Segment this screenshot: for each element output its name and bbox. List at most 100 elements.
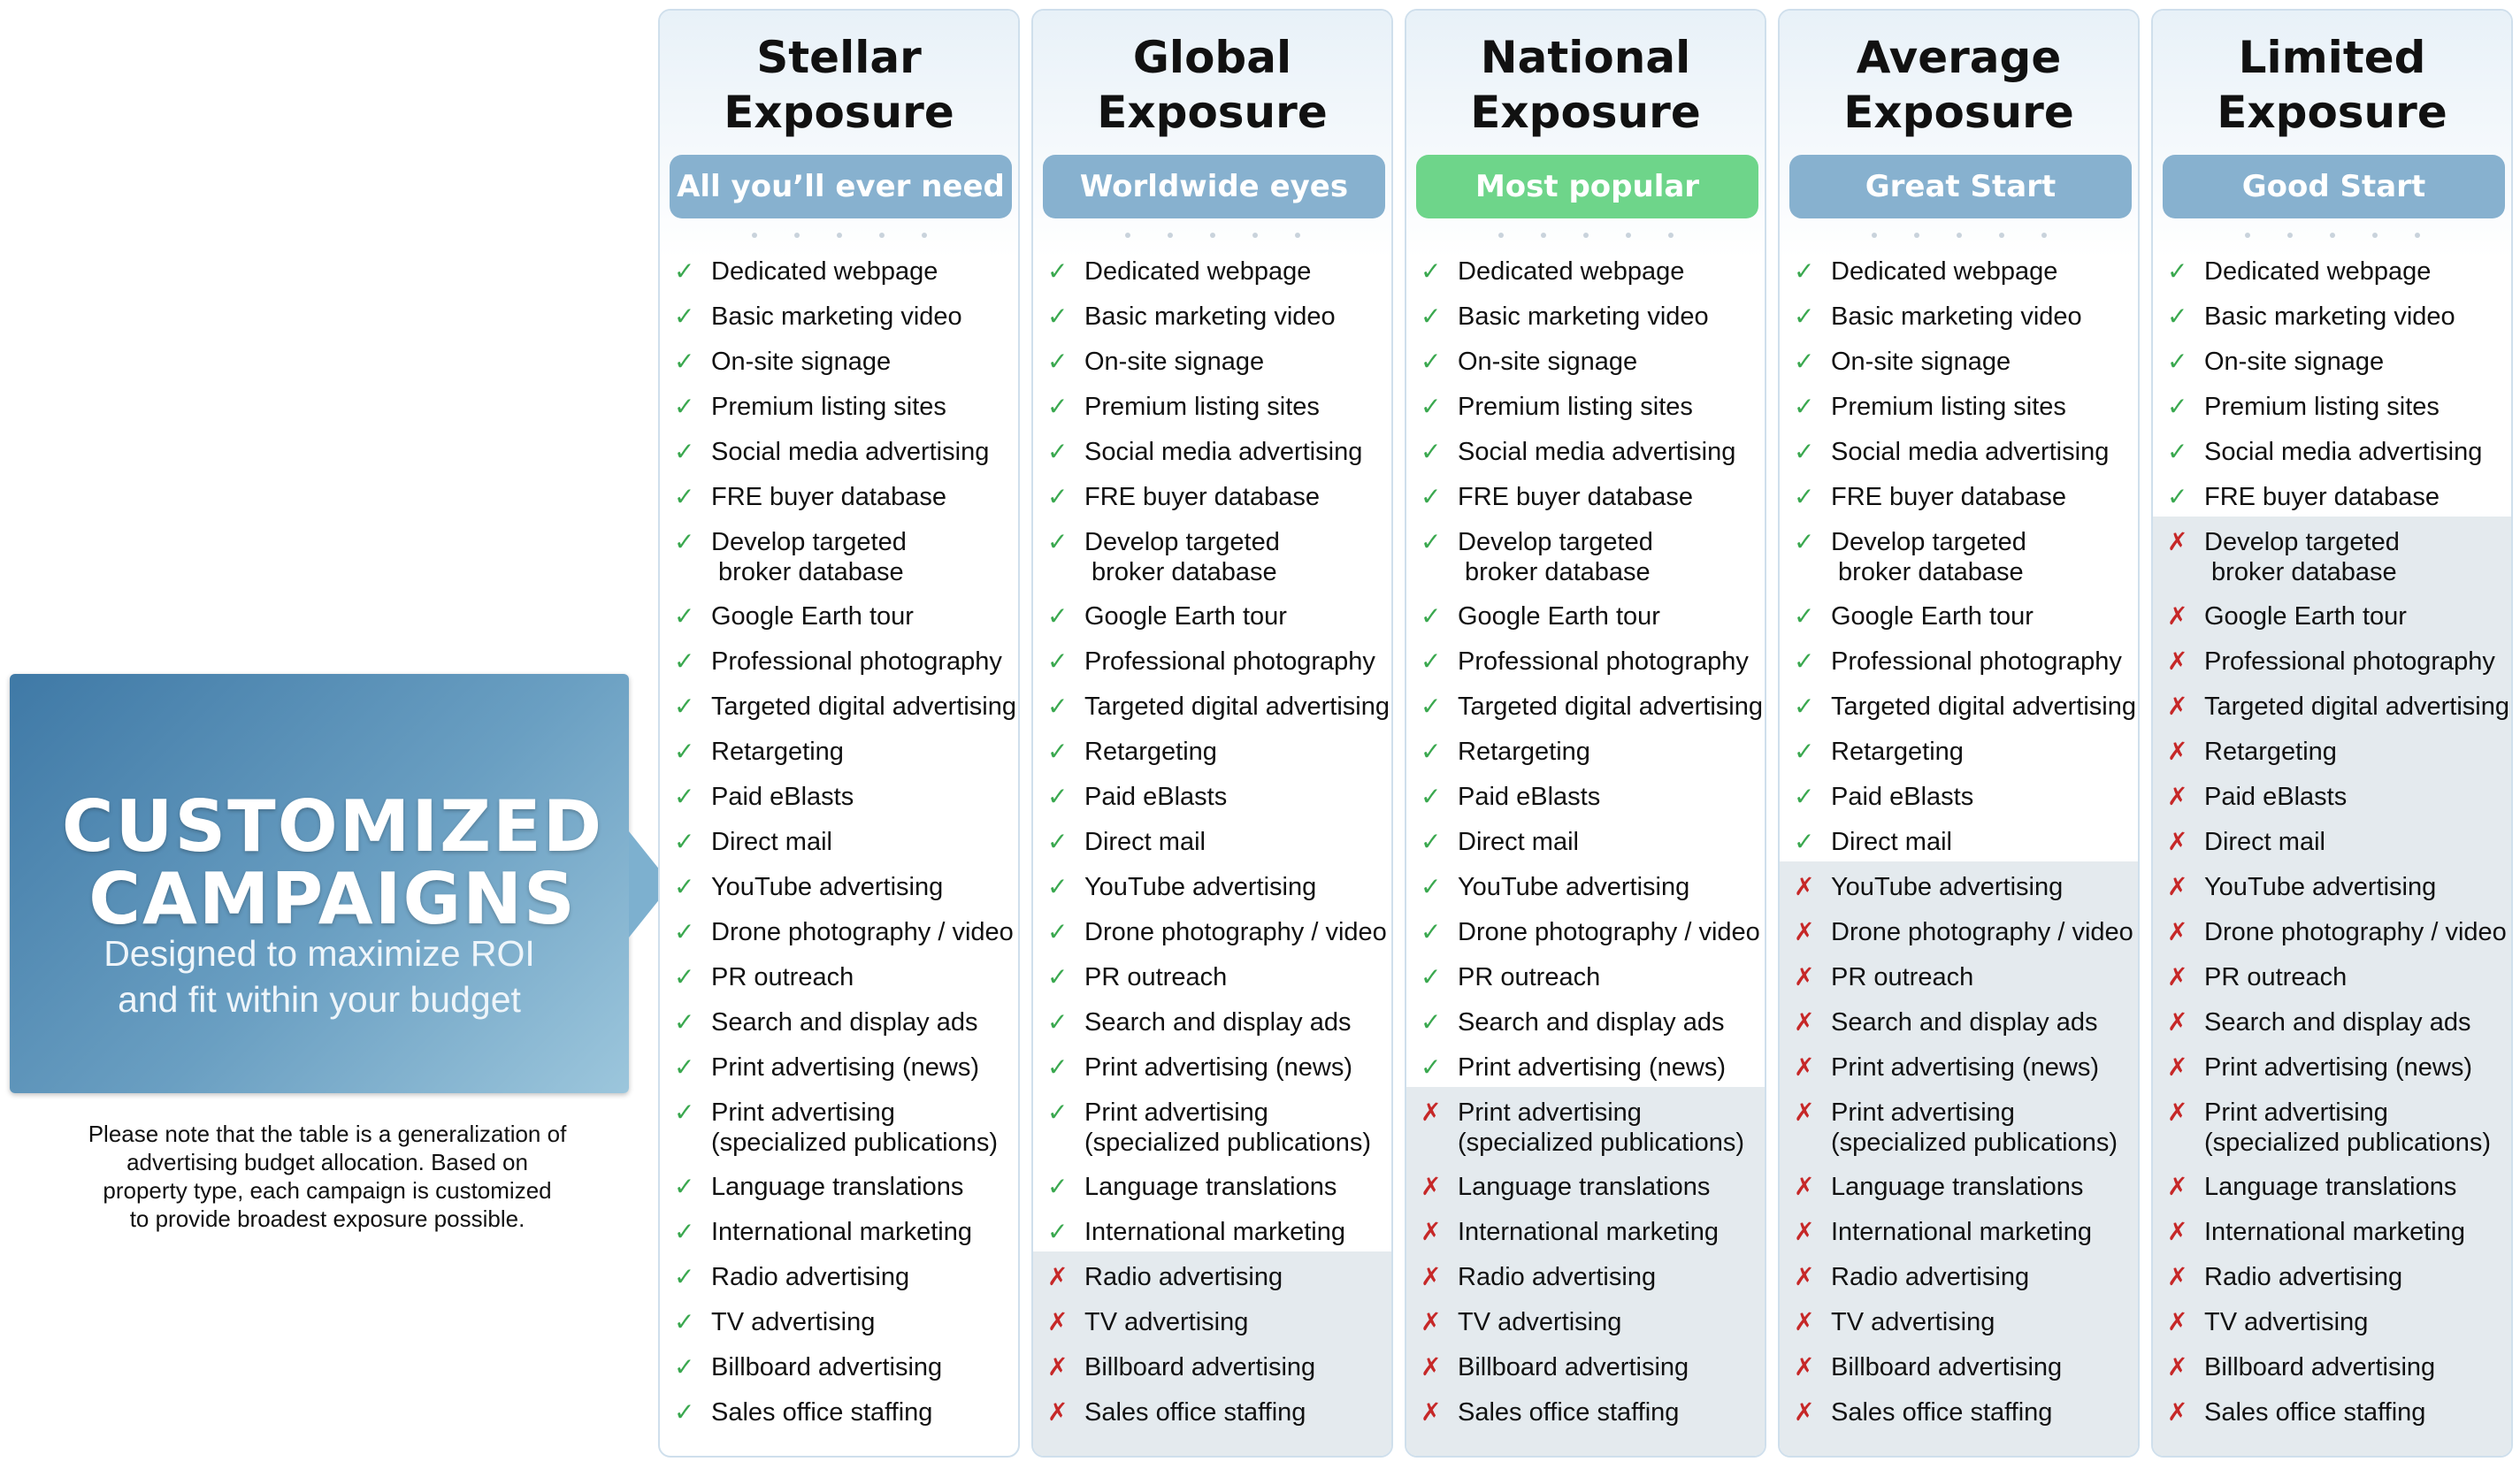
check-icon: ✓ (1047, 1007, 1069, 1037)
cross-icon: ✗ (1794, 1098, 1815, 1127)
feature-label: Paid eBlasts (1458, 783, 1601, 811)
check-icon: ✓ (1421, 647, 1442, 676)
check-icon: ✓ (2167, 302, 2188, 331)
feature-label: Targeted digital advertising (2204, 693, 2509, 721)
feature-row: ✗Print advertising (specialized publicat… (2153, 1098, 2511, 1172)
cross-icon: ✗ (2167, 1262, 2188, 1291)
check-icon: ✓ (1047, 962, 1069, 991)
check-icon: ✓ (674, 482, 695, 511)
divider-dot (1582, 233, 1589, 238)
feature-label: YouTube advertising (1831, 873, 2064, 901)
cross-icon: ✗ (1794, 1397, 1815, 1427)
feature-row: ✓Search and display ads (660, 1007, 1018, 1052)
feature-row: ✓ Basic marketing video (1033, 302, 1391, 347)
feature-label: Premium listing sites (1084, 393, 1320, 421)
feature-label: Paid eBlasts (1831, 783, 1974, 811)
check-icon: ✓ (674, 1307, 695, 1336)
check-icon: ✓ (674, 302, 695, 331)
cross-icon: ✗ (2167, 1172, 2188, 1201)
feature-row: ✗TV advertising (1780, 1307, 2138, 1352)
promo-title-line1: CUSTOMIZED (61, 785, 604, 868)
check-icon: ✓ (1794, 437, 1815, 466)
check-icon: ✓ (1047, 1052, 1069, 1082)
feature-row: ✗Radio advertising (1406, 1262, 1765, 1307)
cross-icon: ✗ (2167, 601, 2188, 631)
feature-label: On-site signage (2204, 348, 2385, 376)
feature-row: ✓Language translations (660, 1172, 1018, 1217)
feature-label: Search and display ads (1831, 1008, 2098, 1037)
cross-icon: ✗ (1794, 917, 1815, 946)
feature-label: Dedicated webpage (711, 257, 938, 286)
feature-row: ✗Sales office staffing (2153, 1397, 2511, 1443)
cross-icon: ✗ (1794, 1262, 1815, 1291)
feature-label: Radio advertising (1831, 1263, 2030, 1291)
feature-row: ✓Premium listing sites (2153, 392, 2511, 437)
feature-row: ✓Social media advertising (1406, 437, 1765, 482)
divider-dot (1209, 233, 1215, 238)
feature-row: ✓Drone photography / video (660, 917, 1018, 962)
feature-label: Drone photography / video (1831, 918, 2133, 946)
feature-label: Targeted digital advertising (1831, 693, 2136, 721)
feature-label: PR outreach (1831, 963, 1974, 991)
dot-divider (1033, 233, 1391, 243)
feature-row: ✗PR outreach (2153, 962, 2511, 1007)
feature-row: ✓Premium listing sites (1033, 392, 1391, 437)
feature-row: ✓Dedicated webpage (1406, 256, 1765, 302)
check-icon: ✓ (1047, 872, 1069, 901)
feature-row: ✗Billboard advertising (1033, 1352, 1391, 1397)
check-icon: ✓ (1047, 827, 1069, 856)
feature-label: Retargeting (1084, 738, 1217, 766)
divider-dot (2244, 233, 2250, 238)
feature-row: ✓Basic marketing video (2153, 302, 2511, 347)
promo-subtitle-line2: and fit within your budget (118, 979, 521, 1020)
feature-label: Basic marketing video (1084, 302, 1336, 331)
check-icon: ✓ (1047, 256, 1069, 286)
check-icon: ✓ (1421, 1007, 1442, 1037)
feature-row: ✓Develop targeted broker database (1406, 527, 1765, 601)
feature-label: Paid eBlasts (1084, 783, 1228, 811)
feature-row: ✓Dedicated webpage (1780, 256, 2138, 302)
feature-row: ✓FRE buyer database (1780, 482, 2138, 527)
check-icon: ✓ (1421, 1052, 1442, 1082)
cross-icon: ✗ (2167, 647, 2188, 676)
check-icon: ✓ (1047, 692, 1069, 721)
feature-label: Google Earth tour (1084, 602, 1287, 631)
dot-divider (1780, 233, 2138, 243)
feature-label: Print advertising (specialized publicati… (1084, 1098, 1371, 1157)
feature-row: ✓FRE buyer database (660, 482, 1018, 527)
feature-row: ✗Search and display ads (1780, 1007, 2138, 1052)
cross-icon: ✗ (2167, 1397, 2188, 1427)
feature-row: ✓Retargeting (1406, 737, 1765, 782)
feature-row: ✓PR outreach (1033, 962, 1391, 1007)
feature-label: Print advertising (specialized publicati… (1458, 1098, 1744, 1157)
feature-row: ✓International marketing (660, 1217, 1018, 1262)
feature-label: Search and display ads (711, 1008, 978, 1037)
feature-label: Print advertising (news) (1458, 1053, 1726, 1082)
feature-row: ✓Drone photography / video (1033, 917, 1391, 962)
feature-label: Billboard advertising (711, 1353, 943, 1381)
tier-title: Global Exposure (1097, 32, 1328, 138)
check-icon: ✓ (1047, 302, 1069, 331)
cross-icon: ✗ (1794, 872, 1815, 901)
feature-row: ✗Search and display ads (2153, 1007, 2511, 1052)
feature-label: Drone photography / video (711, 918, 1014, 946)
feature-row: ✓Google Earth tour (1780, 601, 2138, 647)
feature-row: ✓Social media advertising (1780, 437, 2138, 482)
excluded-features-shade (1780, 861, 2138, 1456)
feature-label: International marketing (1458, 1218, 1719, 1246)
feature-row: ✓FRE buyer database (2153, 482, 2511, 527)
check-icon: ✓ (1421, 917, 1442, 946)
check-icon: ✓ (1421, 962, 1442, 991)
cross-icon: ✗ (1794, 1172, 1815, 1201)
feature-label: Print advertising (news) (1831, 1053, 2099, 1082)
check-icon: ✓ (1794, 782, 1815, 811)
feature-row: ✗Billboard advertising (1780, 1352, 2138, 1397)
feature-row: ✓Print advertising (news) (1033, 1052, 1391, 1098)
feature-row: ✓ Print advertising (news) (1406, 1052, 1765, 1098)
feature-row: ✓Print advertising (news) (660, 1052, 1018, 1098)
feature-row: ✗Sales office staffing (1033, 1397, 1391, 1443)
feature-label: Google Earth tour (1831, 602, 2034, 631)
feature-row: ✗Language translations (1406, 1172, 1765, 1217)
check-icon: ✓ (1421, 737, 1442, 766)
